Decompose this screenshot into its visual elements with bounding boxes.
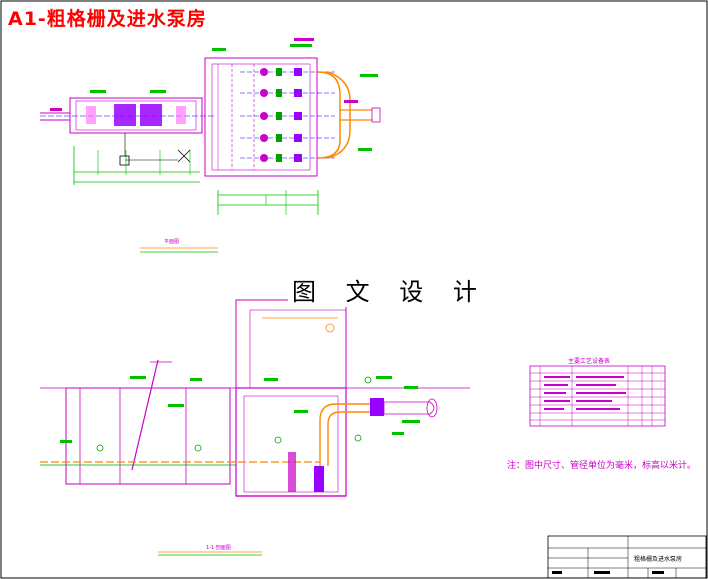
- plan-view: [40, 38, 381, 253]
- watermark-text: 图 文 设 计: [288, 272, 492, 307]
- equipment-table-title: 主要工艺设备表: [568, 358, 611, 365]
- section-view: [40, 299, 470, 556]
- title-block: [547, 535, 707, 579]
- drawing-note: 注：图中尺寸、管径单位为毫米，标高以米计。: [507, 461, 697, 471]
- drawing-title: A1-粗格栅及进水泵房: [8, 8, 207, 30]
- plan-view-label: 平面图: [164, 239, 180, 245]
- section-view-label: 1-1 剖面图: [206, 545, 231, 551]
- equipment-table: [529, 365, 666, 427]
- title-block-name: 粗格栅及进水泵房: [634, 556, 683, 563]
